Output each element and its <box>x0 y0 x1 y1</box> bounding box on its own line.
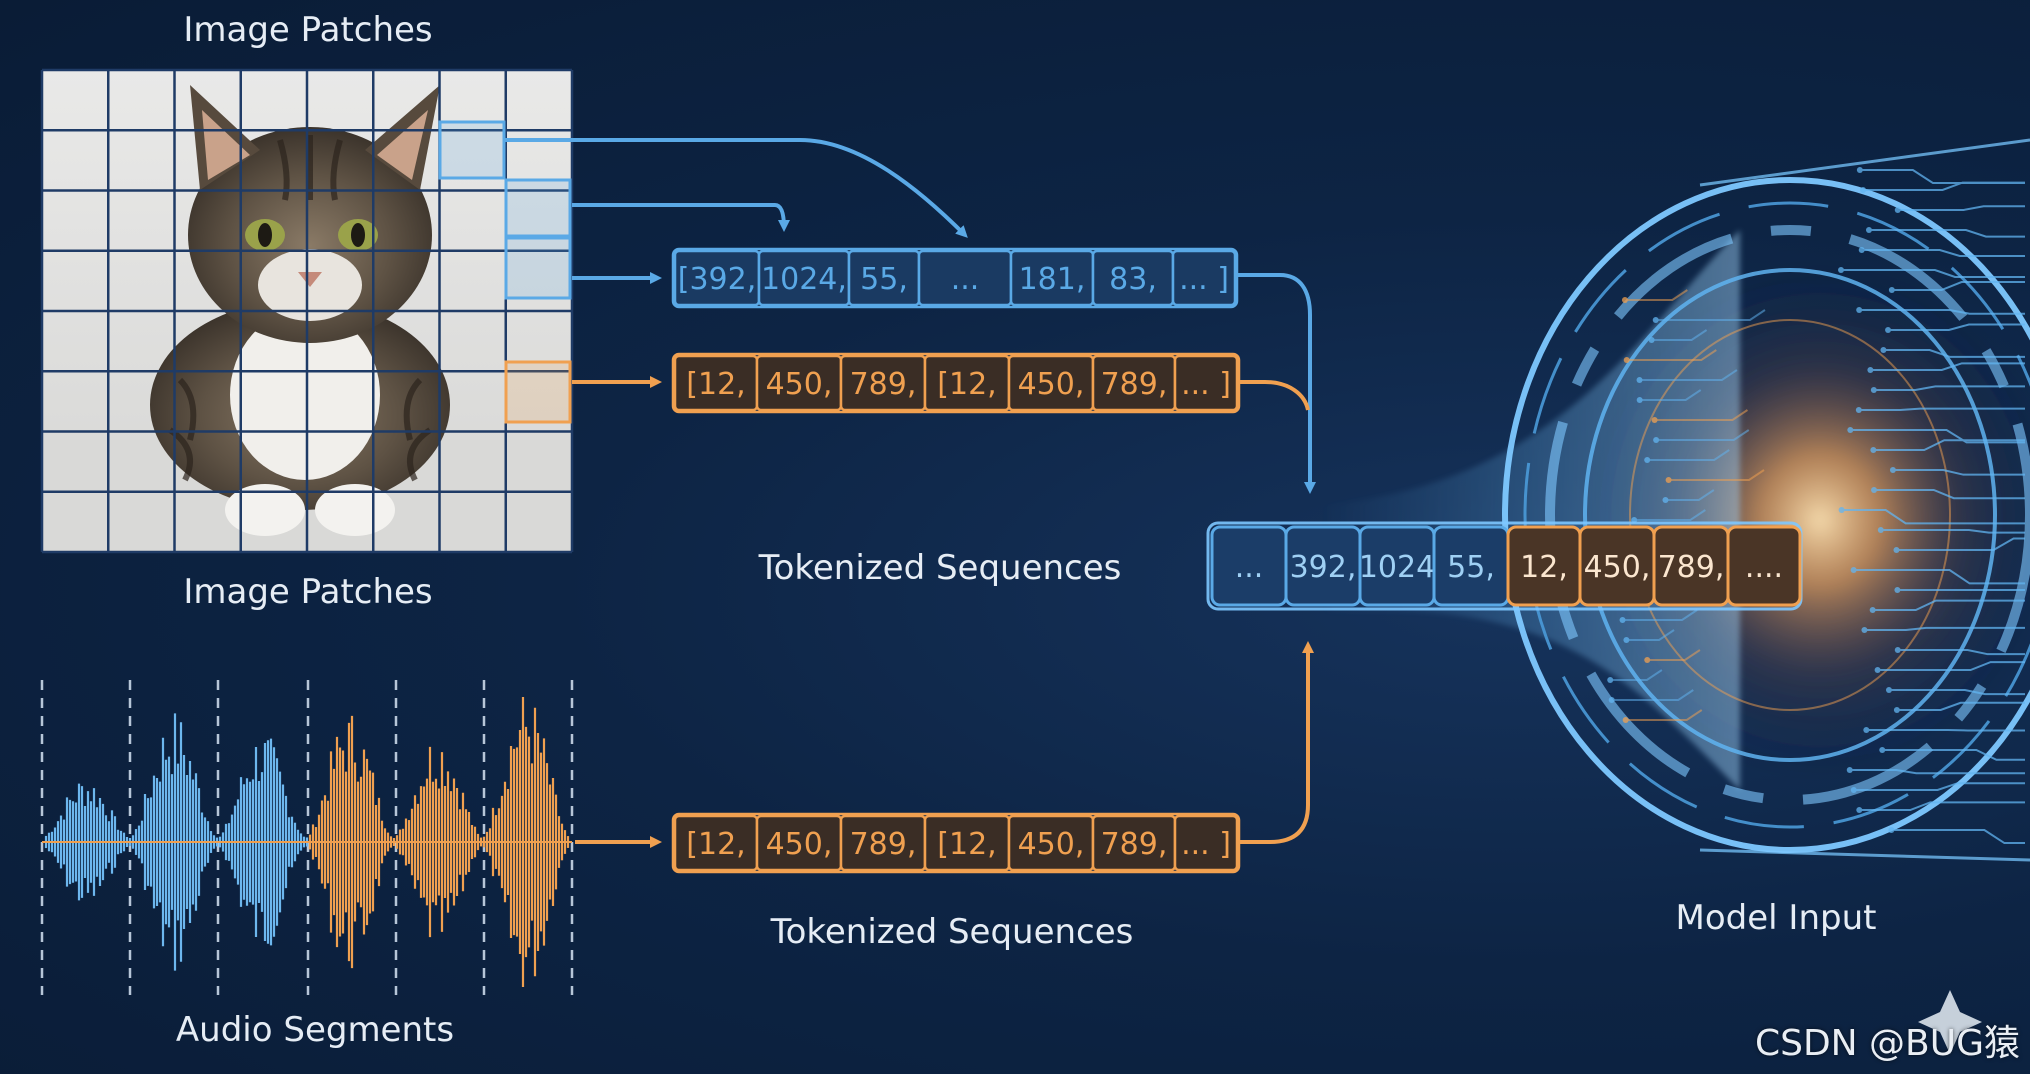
arrow-audio-to-merged <box>1230 641 1314 844</box>
merged-orange-token: .... <box>1745 550 1783 585</box>
arrow-patch-1 <box>504 138 968 238</box>
image-orange-token: 789, <box>850 367 917 402</box>
image-orange-token: ... ] <box>1181 367 1231 402</box>
image-orange-cell <box>1173 354 1239 412</box>
arrow-orange-join <box>1230 380 1310 411</box>
arrow-patch-2 <box>572 203 790 232</box>
merged-blue-token: 1024 <box>1359 550 1435 585</box>
audio-orange-token: 450, <box>766 827 833 862</box>
highlight-patch-orange <box>504 360 572 424</box>
merged-orange-token: 789, <box>1658 550 1725 585</box>
audio-orange-token: [12, <box>686 827 745 862</box>
merged-blue-token: 392, <box>1290 550 1357 585</box>
audio-orange-token: 789, <box>1101 827 1168 862</box>
image-blue-token: 83, <box>1109 262 1157 297</box>
image-orange-token: 450, <box>1018 367 1085 402</box>
audio-orange-cell <box>1173 814 1239 872</box>
model-input-tunnel <box>1320 138 2030 862</box>
merged-blue-token: ... <box>1235 550 1264 585</box>
image-orange-token: 789, <box>1101 367 1168 402</box>
image-blue-token: [392, <box>678 262 757 297</box>
highlight-patch-blue-1 <box>438 120 506 180</box>
image-patches-title: Image Patches <box>183 10 433 50</box>
image-orange-token: 450, <box>766 367 833 402</box>
audio-waveform <box>40 680 574 995</box>
image-blue-token: 55, <box>860 262 908 297</box>
highlight-patch-blue-2 <box>504 178 572 238</box>
merged-orange-cell <box>1726 525 1802 607</box>
arrow-blue-to-merged <box>1230 273 1316 494</box>
sequence-merged: ... 392,1024 55, 12, 450,789,.... <box>1206 521 1803 611</box>
image-blue-token: 181, <box>1019 262 1086 297</box>
merged-orange-token: 450, <box>1584 550 1651 585</box>
watermark: CSDN @BUG猿 <box>1754 1023 2020 1064</box>
image-blue-cell <box>1171 249 1237 307</box>
audio-orange-token: [12, <box>937 827 996 862</box>
image-patches-caption: Image Patches <box>183 572 433 612</box>
connector-arrows <box>504 138 1316 848</box>
image-blue-token: ... <box>951 262 980 297</box>
merged-orange-token: 12, <box>1520 550 1568 585</box>
sequence-audio: [12, 450, 789, [12, 450, 789, ... ] <box>671 812 1241 874</box>
tokenized-sequences-bottom: Tokenized Sequences <box>770 912 1134 952</box>
audio-orange-token: 789, <box>850 827 917 862</box>
image-blue-token: ... ] <box>1179 262 1229 297</box>
image-orange-token: [12, <box>937 367 996 402</box>
image-blue-token: 1024, <box>761 262 847 297</box>
sparkle-icon <box>1918 990 1982 1054</box>
image-orange-token: [12, <box>686 367 745 402</box>
audio-segments-caption: Audio Segments <box>175 1010 455 1050</box>
audio-orange-token: ... ] <box>1181 827 1231 862</box>
sequence-image-blue: [392,1024, 55,... 181, 83, ... ] <box>671 247 1239 309</box>
merged-blue-token: 55, <box>1447 550 1495 585</box>
audio-orange-token: 450, <box>1018 827 1085 862</box>
highlight-patch-blue-3 <box>504 236 572 300</box>
model-input-caption: Model Input <box>1675 898 1877 938</box>
sequence-image-orange: [12, 450, 789, [12, 450, 789, ... ] <box>671 352 1241 414</box>
tokenized-sequences-mid: Tokenized Sequences <box>758 548 1122 588</box>
